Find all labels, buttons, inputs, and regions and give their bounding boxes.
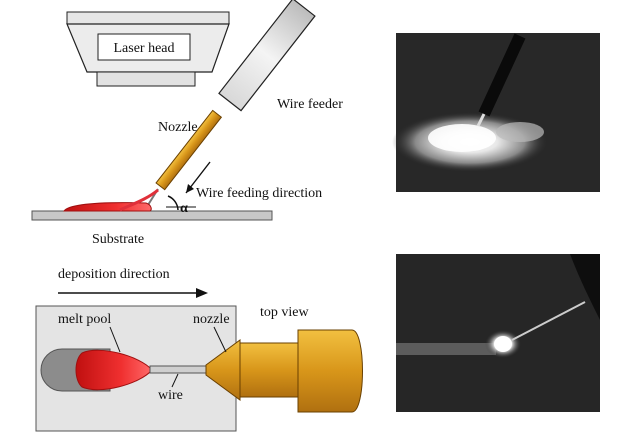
wire-top-view [149, 365, 209, 374]
wire-feeder [218, 0, 316, 112]
wire-feeder-label: Wire feeder [277, 97, 343, 112]
melt-pool [75, 349, 153, 391]
nozzle [155, 109, 223, 191]
nozzle-top-leader [213, 326, 227, 353]
side-view-schematic: Laser head Wire feeder Nozzle α Wire fee… [31, 0, 343, 247]
angle-arc [167, 195, 179, 211]
laser-head-label: Laser head [113, 41, 174, 56]
photo-bottom-wire [511, 301, 586, 341]
top-view-label: top view [260, 305, 309, 320]
substrate-label: Substrate [92, 232, 144, 247]
nozzle-label: Nozzle [158, 120, 198, 135]
substrate [31, 210, 273, 221]
wire-feeding-direction-label: Wire feeding direction [196, 186, 322, 201]
top-view-schematic: deposition direction melt pool nozzle to… [35, 267, 363, 432]
wire-leader [171, 373, 179, 388]
deposition-direction-label: deposition direction [58, 267, 170, 282]
melt-tail [119, 188, 159, 212]
wire-label: wire [158, 388, 183, 403]
photo-top-nozzle [478, 33, 526, 117]
deposition-direction-arrowhead [196, 288, 208, 298]
deposited-bead [62, 202, 152, 212]
photo-bottom-track [396, 343, 496, 355]
laser-head: Laser head [66, 11, 230, 87]
nozzle-top-view [205, 329, 363, 413]
nozzle-top-label: nozzle [193, 312, 230, 327]
melt-pool-label: melt pool [58, 312, 111, 327]
alpha-label: α [180, 201, 188, 216]
photo-top [392, 33, 600, 192]
melt-pool-leader [109, 326, 121, 353]
wire-feeding-arrowhead [186, 184, 194, 193]
photo-bottom [396, 254, 600, 412]
